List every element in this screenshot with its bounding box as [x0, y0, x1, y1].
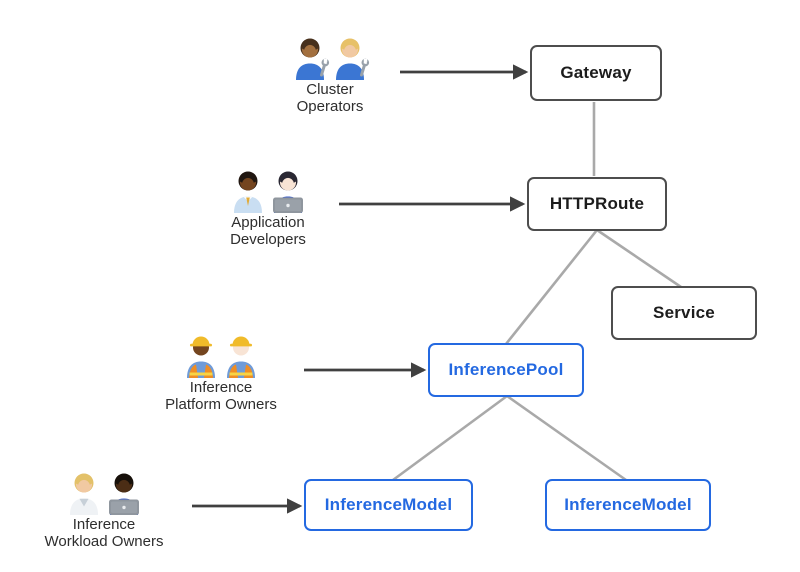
node-inferencepool-label: InferencePool [448, 360, 564, 379]
node-inferencemodel-right: InferenceModel [545, 479, 711, 531]
application-developers-emoji-icon [168, 167, 368, 213]
node-service-label: Service [653, 303, 715, 322]
edge-inferencepool-inferencemodel-left [392, 394, 508, 482]
actor-inference-platform-owners: Inference Platform Owners [121, 332, 321, 413]
actor-inference-workload-owners-label-line1: Inference [72, 516, 136, 533]
edge-inferencepool-inferencemodel-right [506, 394, 627, 482]
inference-platform-owners-emoji-icon [121, 332, 321, 378]
node-httproute: HTTPRoute [527, 177, 667, 231]
actor-cluster-operators: Cluster Operators [230, 34, 430, 115]
actor-inference-platform-owners-label-line1: Inference [189, 379, 253, 396]
node-inferencepool: InferencePool [428, 343, 584, 397]
actor-application-developers-label-line1: Application [231, 214, 305, 231]
actor-inference-platform-owners-label-line2: Platform Owners [165, 395, 277, 413]
node-inferencemodel-left: InferenceModel [304, 479, 473, 531]
edge-httproute-inferencepool [504, 229, 599, 345]
edge-httproute-service [596, 228, 682, 289]
actor-inference-workload-owners-label-line2: Workload Owners [44, 532, 164, 550]
cluster-operators-emoji-icon [230, 34, 430, 80]
inference-workload-owners-emoji-icon [4, 469, 204, 515]
node-httproute-label: HTTPRoute [549, 194, 645, 213]
node-gateway: Gateway [530, 45, 662, 101]
node-gateway-label: Gateway [560, 63, 632, 82]
actor-application-developers: Application Developers [168, 167, 368, 248]
node-inferencemodel-left-label: InferenceModel [324, 495, 453, 514]
actor-application-developers-label-line2: Developers [230, 230, 306, 248]
node-inferencemodel-right-label: InferenceModel [564, 495, 692, 514]
actor-inference-workload-owners: Inference Workload Owners [4, 469, 204, 550]
actor-cluster-operators-label-line2: Operators [296, 97, 364, 115]
node-service: Service [611, 286, 757, 340]
actor-cluster-operators-label-line1: Cluster [306, 81, 354, 98]
